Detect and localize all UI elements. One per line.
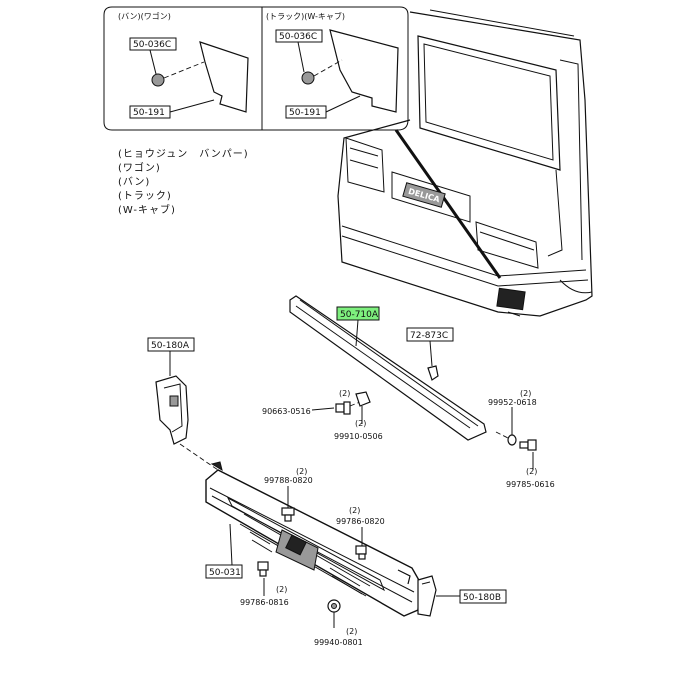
label-99940-0801: 99940-0801 <box>314 638 363 647</box>
label-50-036c-left: 50-036C <box>133 40 171 50</box>
qty-99952: (2) <box>520 389 531 398</box>
nut-icon <box>355 391 371 407</box>
qty-99786b: (2) <box>276 585 287 594</box>
bolt-icon-lower <box>257 561 269 577</box>
clip-icon <box>427 365 439 381</box>
inset-right-variant: (トラック)(W-キャブ) <box>266 11 345 21</box>
label-50-036c-right: 50-036C <box>279 32 317 42</box>
emblem-plate <box>402 182 446 208</box>
label-99785-0616: 99785-0616 <box>506 480 555 489</box>
label-50-180b: 50-180B <box>463 593 501 603</box>
mudflap-right <box>329 29 399 113</box>
label-99786-0816: 99786-0816 <box>240 598 289 607</box>
label-50-191-left: 50-191 <box>133 108 165 118</box>
qty-99910: (2) <box>355 419 366 428</box>
qty-99786a: (2) <box>349 506 360 515</box>
qty-99940: (2) <box>346 627 357 636</box>
clip-icon-right <box>301 71 315 85</box>
note-line-4: (トラック) <box>118 190 172 202</box>
mudflap-left <box>199 41 249 113</box>
qty-99788: (2) <box>296 467 307 476</box>
van-rear-illustration: DELICA <box>337 9 593 317</box>
label-99910-0506: 99910-0506 <box>334 432 383 441</box>
bolt-icon-upper <box>281 507 295 522</box>
bracket-right <box>417 575 437 617</box>
bracket-left <box>155 375 189 445</box>
notes-block: (ヒョウジュン バンパー) (ワゴン) (バン) (トラック) (W-キャブ) <box>118 148 249 216</box>
label-99788-0820: 99788-0820 <box>264 476 313 485</box>
clip-icon-left <box>151 73 165 87</box>
label-72-873c: 72-873C <box>410 331 448 341</box>
label-99786-0820: 99786-0820 <box>336 517 385 526</box>
inset-panel: (バン)(ワゴン) (トラック)(W-キャブ) 50-036C 50-191 5… <box>103 6 409 131</box>
qty-90663: (2) <box>339 389 350 398</box>
note-line-2: (ワゴン) <box>118 161 161 174</box>
inset-left-variant: (バン)(ワゴン) <box>118 11 171 21</box>
qty-99785: (2) <box>526 467 537 476</box>
bumper-trim <box>289 295 487 441</box>
note-line-1: (ヒョウジュン バンパー) <box>118 148 249 160</box>
screw-icon <box>335 401 351 415</box>
label-90663-0516: 90663-0516 <box>262 407 311 416</box>
label-50-710a-text: 50-710A <box>340 310 379 320</box>
bolt-icon-middle <box>355 545 367 560</box>
note-line-5: (W-キャブ) <box>118 203 176 216</box>
note-line-3: (バン) <box>118 176 150 188</box>
label-50-191-right: 50-191 <box>289 108 321 118</box>
washer-icon <box>507 434 517 446</box>
label-50-031: 50-031 <box>209 568 241 578</box>
rear-reflector <box>496 287 526 311</box>
bumper-body <box>205 469 421 617</box>
label-99952-0618: 99952-0618 <box>488 398 537 407</box>
label-50-180a: 50-180A <box>151 341 190 351</box>
bolt-icon-right <box>519 439 537 451</box>
